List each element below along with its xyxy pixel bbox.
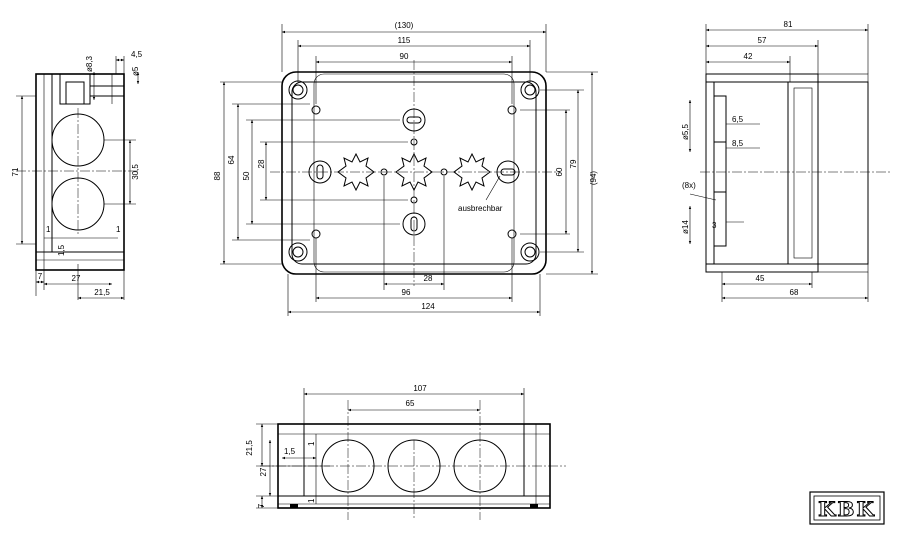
dim-65: 65 (406, 399, 415, 408)
dim-5-5: ø5,5 (681, 123, 690, 140)
knockout-star-3 (453, 152, 491, 192)
dim-28-h: 28 (424, 274, 433, 283)
note-ausbrechbar: ausbrechbar (458, 204, 503, 213)
wall-bottom (705, 263, 819, 273)
dim-124: 124 (421, 302, 435, 311)
dim-64: 64 (227, 155, 236, 164)
dim-68: 68 (790, 288, 799, 297)
dim-88: 88 (213, 171, 222, 180)
dim-8-5: 8,5 (732, 139, 744, 148)
left-body-outline (35, 73, 125, 271)
dim-28-v: 28 (257, 159, 266, 168)
kbk-logo: KBK (809, 491, 885, 525)
bottom-view: 107 65 21,5 27 7 1,5 1 1 (245, 384, 566, 520)
dim-79: 79 (569, 159, 578, 168)
wall-left (705, 81, 715, 265)
dim-1-left-a: 1 (46, 225, 51, 234)
front-view: (130) 115 90 88 64 50 28 60 79 (213, 21, 598, 316)
dim-1-5-bottom: 1,5 (284, 447, 296, 456)
dim-45: 45 (756, 274, 765, 283)
dim-30-5: 30,5 (131, 164, 140, 180)
lid-wall (787, 81, 819, 265)
dim-57: 57 (758, 36, 767, 45)
dim-21-5-left: 21,5 (94, 288, 110, 297)
left-side-view: 71 30,5 4,5 ø8,3 ø5 1 1 1,5 7 27 21,5 (11, 50, 143, 300)
knockout-star-1 (337, 152, 375, 192)
dim-7-bottom: 7 (257, 503, 266, 508)
dim-60: 60 (555, 167, 564, 176)
dim-6-5: 6,5 (732, 115, 744, 124)
dim-107: 107 (413, 384, 427, 393)
dim-90: 90 (400, 52, 409, 61)
dim-1-left-b: 1 (116, 225, 121, 234)
dim-94: (94) (589, 171, 598, 186)
dim-1-bottom-b: 1 (307, 498, 316, 503)
dim-5: ø5 (131, 66, 140, 76)
dim-8x: (8x) (682, 181, 696, 190)
right-section-view: 81 57 42 ø5,5 6,5 8,5 (8x) ø14 3 45 68 (681, 20, 890, 302)
left-top-section (59, 73, 91, 105)
dim-1-5-left: 1,5 (57, 244, 66, 256)
dim-8-3: ø8,3 (85, 55, 94, 72)
dim-81: 81 (784, 20, 793, 29)
dim-130: (130) (395, 21, 414, 30)
dim-71: 71 (11, 167, 20, 176)
dim-115: 115 (398, 36, 411, 45)
dim-14: ø14 (681, 220, 690, 234)
dim-3: 3 (712, 221, 717, 230)
lid-outline (817, 81, 869, 265)
dim-7-left: 7 (38, 272, 43, 281)
logo-text: KBK (818, 497, 876, 521)
dim-27-bottom: 27 (259, 467, 268, 476)
dim-50: 50 (242, 171, 251, 180)
corner-hole-bl (288, 242, 308, 262)
dim-42: 42 (744, 52, 753, 61)
wall-top (705, 73, 819, 83)
dim-1-bottom-a: 1 (307, 441, 316, 446)
dim-27-left: 27 (72, 274, 81, 283)
dim-21-5-bottom: 21,5 (245, 440, 254, 456)
corner-hole-br (520, 242, 540, 262)
dim-96: 96 (402, 288, 411, 297)
dim-4-5: 4,5 (131, 50, 143, 59)
